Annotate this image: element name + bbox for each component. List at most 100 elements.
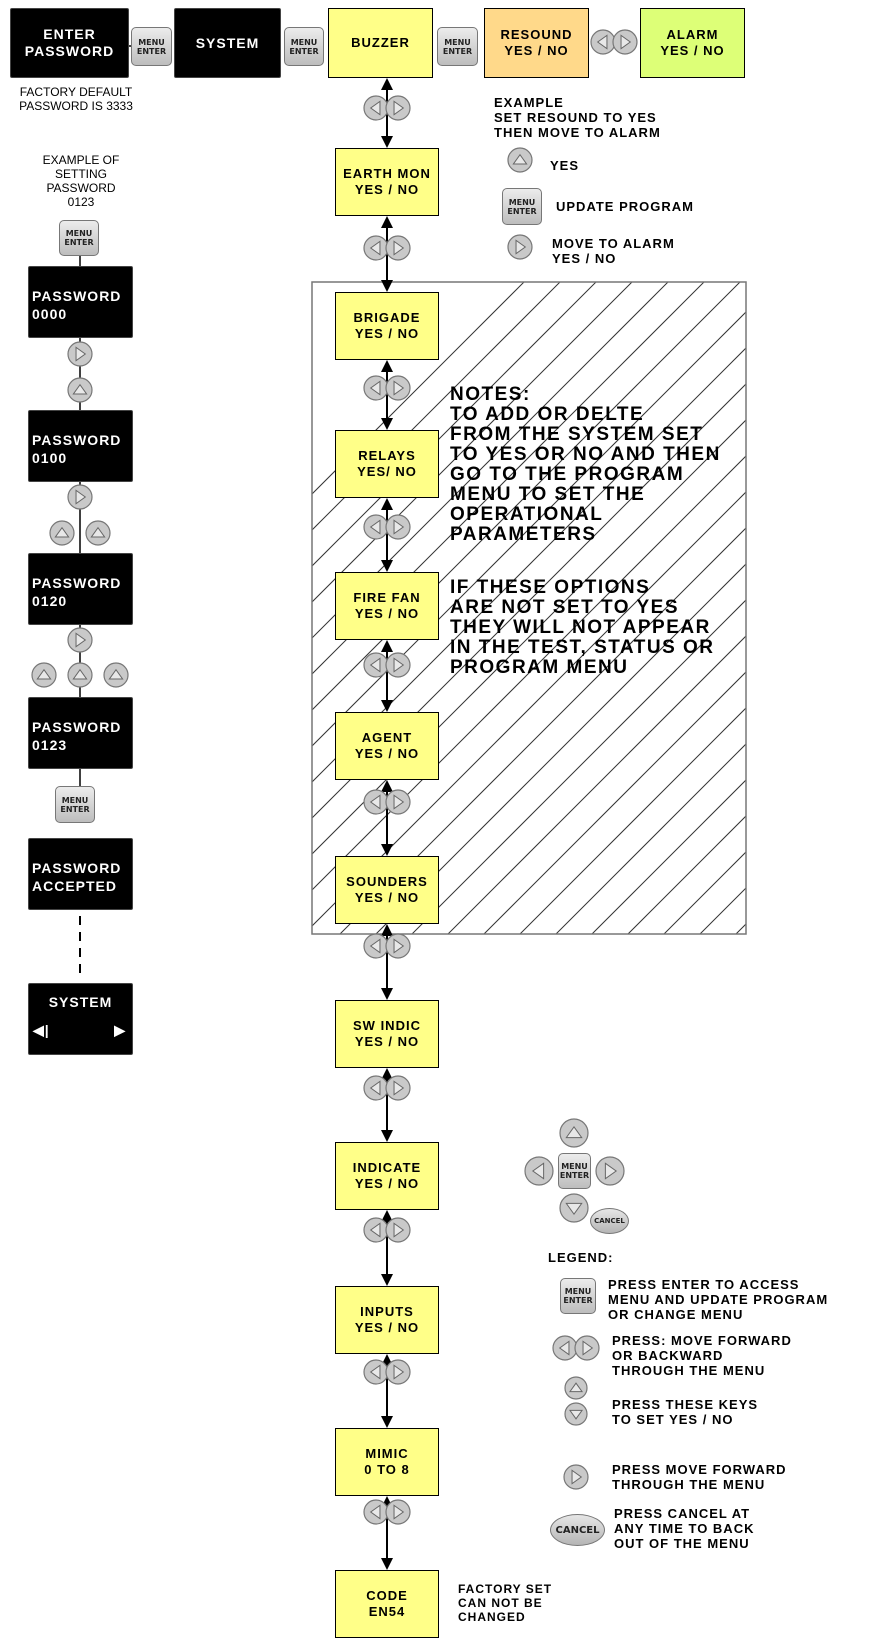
password-step-value: 0000 <box>32 306 68 322</box>
menu-nav-2-left-key[interactable] <box>363 235 389 261</box>
menu-nav-5-right-key[interactable] <box>385 652 411 678</box>
keypad-up-key[interactable] <box>559 1118 589 1148</box>
example-move-text: MOVE TO ALARM YES / NO <box>552 236 675 266</box>
resound-alarm-left-key[interactable] <box>590 29 616 55</box>
key-menu-label: MENU <box>561 1162 588 1171</box>
menu-nav-4-left-key[interactable] <box>363 514 389 540</box>
keypad-right-key[interactable] <box>595 1156 625 1186</box>
menu-nav-7-left-key[interactable] <box>363 933 389 959</box>
password-up-icon-1[interactable] <box>67 377 93 403</box>
legend-line: ANY TIME TO BACK <box>614 1521 755 1536</box>
menu-nav-4-right-key[interactable] <box>385 514 411 540</box>
keypad-down-key[interactable] <box>559 1193 589 1223</box>
inputs-value: YES / NO <box>354 1320 420 1335</box>
menu-nav-1-left-key[interactable] <box>363 95 389 121</box>
arrow-head-down <box>381 136 393 148</box>
arrow-head-down <box>381 1416 393 1428</box>
menu-nav-11-left-key[interactable] <box>363 1499 389 1525</box>
menu-nav-11-right-key[interactable] <box>385 1499 411 1525</box>
code-note-line-1: FACTORY SET <box>458 1582 553 1596</box>
password-step-0123: PASSWORD 0123 <box>28 697 133 769</box>
password-up-icon-3b[interactable] <box>67 662 93 688</box>
system-screen-left-icon: ◀| <box>33 1022 50 1038</box>
legend-up-icon[interactable] <box>564 1376 588 1400</box>
menu-nav-10-left-key[interactable] <box>363 1359 389 1385</box>
legend-down-icon[interactable] <box>564 1402 588 1426</box>
password-right-icon-3[interactable] <box>67 627 93 653</box>
legend-line: PRESS MOVE FORWARD <box>612 1462 787 1477</box>
arrow-head-up <box>381 216 393 228</box>
example-move-line-2: YES / NO <box>552 251 617 266</box>
legend-right-icon[interactable] <box>563 1464 589 1490</box>
password-step-label: PASSWORD <box>32 575 122 591</box>
code-note-line-2: CAN NOT BE <box>458 1596 543 1610</box>
password-up-icon-2a[interactable] <box>49 520 75 546</box>
arrow-head-up <box>381 1068 393 1080</box>
menu-nav-1-right-key[interactable] <box>385 95 411 121</box>
legend-enter-text: PRESS ENTER TO ACCESS MENU AND UPDATE PR… <box>608 1277 828 1322</box>
password-up-icon-3c[interactable] <box>103 662 129 688</box>
menu-nav-2-right-key[interactable] <box>385 235 411 261</box>
menu-nav-6-right-key[interactable] <box>385 789 411 815</box>
notes-line: MENU TO SET THE <box>450 484 646 505</box>
menu-nav-6-left-key[interactable] <box>363 789 389 815</box>
enter-password-line-1: ENTER <box>43 26 96 42</box>
notes-line: THEY WILL NOT APPEAR <box>450 617 711 638</box>
system-screen-label: SYSTEM <box>48 994 113 1010</box>
keypad-left-key[interactable] <box>524 1156 554 1186</box>
menu-nav-9-left-key[interactable] <box>363 1217 389 1243</box>
example-right-icon[interactable] <box>507 234 533 260</box>
menu-nav-8-right-key[interactable] <box>385 1075 411 1101</box>
code-note: FACTORY SET CAN NOT BE CHANGED <box>458 1582 552 1624</box>
password-right-icon-1[interactable] <box>67 341 93 367</box>
key-enter-label: ENTER <box>64 238 94 247</box>
example-up-icon[interactable] <box>507 147 533 173</box>
caption-line-3: PASSWORD <box>46 181 116 195</box>
menu-nav-10-right-key[interactable] <box>385 1359 411 1385</box>
legend-line: PRESS ENTER TO ACCESS <box>608 1277 800 1292</box>
resound-alarm-right-key[interactable] <box>612 29 638 55</box>
caption-line-4: 0123 <box>67 195 95 209</box>
notes-block-1: NOTES: TO ADD OR DELTE FROM THE SYSTEM S… <box>450 385 721 545</box>
password-up-icon-3a[interactable] <box>31 662 57 688</box>
password-step-value: 0100 <box>32 450 68 466</box>
password-right-icon-2[interactable] <box>67 484 93 510</box>
keypad-cancel-key[interactable]: CANCEL <box>590 1208 629 1234</box>
sw-indic-label: SW INDIC <box>353 1018 421 1033</box>
system-screen-box: SYSTEM ◀| ▶ <box>28 983 133 1055</box>
example-update-label: UPDATE PROGRAM <box>556 199 694 214</box>
menu-nav-5-left-key[interactable] <box>363 652 389 678</box>
relays-label: RELAYS <box>358 448 416 463</box>
menu-nav-8-left-key[interactable] <box>363 1075 389 1101</box>
menu-nav-3-left-key[interactable] <box>363 375 389 401</box>
system-label: SYSTEM <box>195 35 260 51</box>
legend-line: THROUGH THE MENU <box>612 1477 766 1492</box>
menu-nav-3-right-key[interactable] <box>385 375 411 401</box>
password-up-icon-2b[interactable] <box>85 520 111 546</box>
alarm-box: ALARM YES / NO <box>640 8 745 78</box>
example-line-1: EXAMPLE <box>494 95 564 110</box>
arrow-head-down <box>381 700 393 712</box>
key-menu-label: MENU <box>65 229 93 238</box>
password-step-label: PASSWORD <box>32 288 122 304</box>
menu-nav-7-right-key[interactable] <box>385 933 411 959</box>
notes-line: TO YES OR NO AND THEN <box>450 444 721 465</box>
notes-line: PARAMETERS <box>450 524 597 545</box>
notes-block-2: IF THESE OPTIONS ARE NOT SET TO YES THEY… <box>450 578 715 678</box>
code-label: CODE <box>366 1588 408 1603</box>
legend-move-left-key[interactable] <box>552 1335 578 1361</box>
arrow-head-up <box>381 360 393 372</box>
menu-nav-9-right-key[interactable] <box>385 1217 411 1243</box>
legend-move-right-key[interactable] <box>574 1335 600 1361</box>
